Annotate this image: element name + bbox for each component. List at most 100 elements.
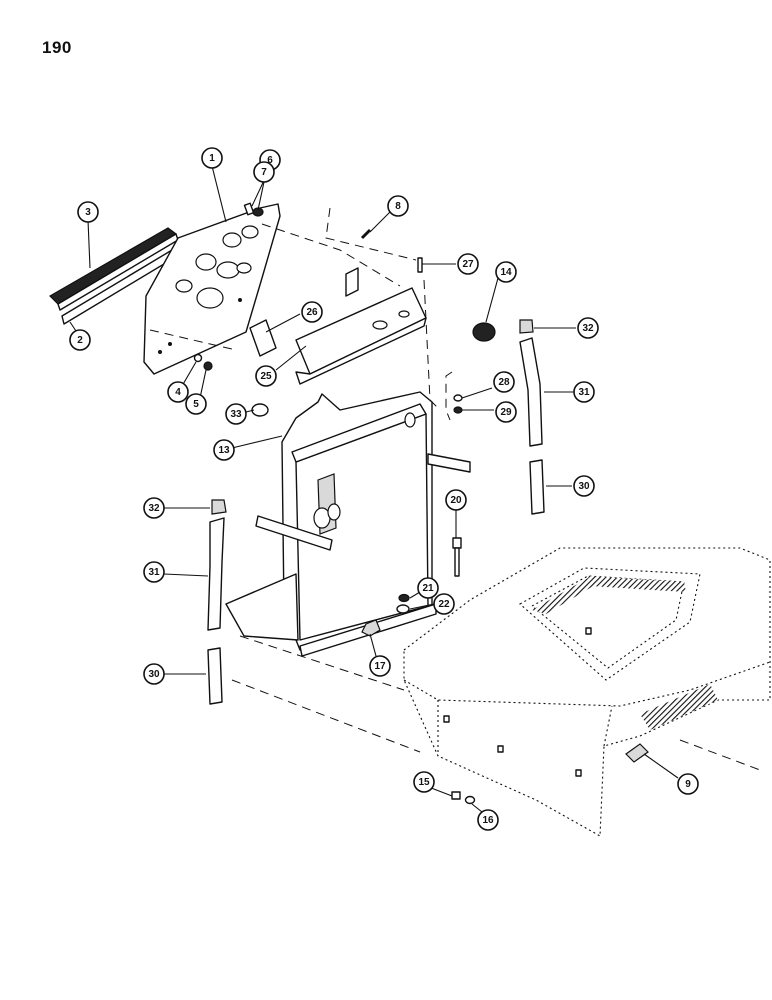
callout-number: 15 xyxy=(418,777,430,788)
page-number: 190 xyxy=(42,38,72,57)
support-frame-part-13 xyxy=(225,391,471,657)
callout-circle xyxy=(143,561,165,583)
callout-33: 33 xyxy=(225,403,247,425)
callout-circle xyxy=(387,195,409,217)
callout-number: 14 xyxy=(500,267,512,278)
callout-number: 32 xyxy=(148,503,160,514)
callout-number: 2 xyxy=(77,335,83,346)
washer-part-16 xyxy=(464,795,476,805)
callout-circle xyxy=(77,201,99,223)
callout-circle xyxy=(573,381,595,403)
callout-circle xyxy=(417,577,439,599)
callout-circle xyxy=(573,475,595,497)
callout-circle xyxy=(677,773,699,795)
callout-circle xyxy=(445,489,467,511)
callout-26: 26 xyxy=(301,301,323,323)
callout-circle xyxy=(143,663,165,685)
callout-circle xyxy=(185,393,207,415)
callout-27: 27 xyxy=(457,253,479,275)
bolt-part-20 xyxy=(452,537,462,577)
callout-circle xyxy=(495,261,517,283)
callout-number: 9 xyxy=(685,779,691,790)
callout-21: 21 xyxy=(417,577,439,599)
callout-number: 27 xyxy=(462,259,474,270)
callout-number: 30 xyxy=(148,669,160,680)
nut-part-29 xyxy=(453,406,463,414)
callout-circle xyxy=(213,439,235,461)
callout-3: 3 xyxy=(77,201,99,223)
callout-number: 31 xyxy=(148,567,160,578)
callout-number: 17 xyxy=(374,661,386,672)
cushion-strip-part-30-left xyxy=(207,647,223,705)
callout-circle xyxy=(69,329,91,351)
callout-16: 16 xyxy=(477,809,499,831)
nut-part-17 xyxy=(361,619,381,637)
callout-32b: 32 xyxy=(577,317,599,339)
callout-22: 22 xyxy=(433,593,455,615)
callout-circle xyxy=(225,403,247,425)
bolt-part-27 xyxy=(417,257,423,273)
leader-lines xyxy=(69,165,679,813)
callout-circle xyxy=(255,365,277,387)
screw-part-15 xyxy=(451,791,461,800)
grommet-part-14 xyxy=(472,322,496,342)
callout-32a: 32 xyxy=(143,497,165,519)
callout-17: 17 xyxy=(369,655,391,677)
callout-13: 13 xyxy=(213,439,235,461)
callout-number: 29 xyxy=(500,407,512,418)
callout-circle xyxy=(143,497,165,519)
callout-circle xyxy=(369,655,391,677)
callout-30a: 30 xyxy=(143,663,165,685)
callout-number: 3 xyxy=(85,207,91,218)
callout-number: 4 xyxy=(175,387,181,398)
cushion-strip-part-31-right xyxy=(519,337,543,447)
callout-number: 32 xyxy=(582,323,594,334)
callout-2: 2 xyxy=(69,329,91,351)
callout-5: 5 xyxy=(185,393,207,415)
hood-cowl xyxy=(403,547,771,837)
callout-number: 31 xyxy=(578,387,590,398)
callout-number: 8 xyxy=(395,201,401,212)
callout-number: 25 xyxy=(260,371,272,382)
callout-circle xyxy=(457,253,479,275)
callout-31a: 31 xyxy=(143,561,165,583)
cushion-cap-part-32-left xyxy=(211,499,227,515)
callout-number: 30 xyxy=(578,481,590,492)
callout-circle xyxy=(577,317,599,339)
callout-circle xyxy=(167,381,189,403)
plug-part-33 xyxy=(251,403,269,417)
bracket-panel-part-26 xyxy=(249,267,427,385)
callout-number: 22 xyxy=(438,599,450,610)
cushion-strip-part-31-left xyxy=(207,517,225,631)
callout-number: 6 xyxy=(267,155,273,166)
callout-9: 9 xyxy=(677,773,699,795)
washer-part-21 xyxy=(398,593,410,603)
callout-circle xyxy=(301,301,323,323)
callout-30b: 30 xyxy=(573,475,595,497)
callout-14: 14 xyxy=(495,261,517,283)
callout-25: 25 xyxy=(255,365,277,387)
pin-part-8 xyxy=(360,228,372,240)
callout-number: 26 xyxy=(306,307,318,318)
washer-part-4 xyxy=(193,353,203,363)
callout-number: 20 xyxy=(450,495,462,506)
cushion-strip-part-30-right xyxy=(529,459,545,515)
callout-number: 1 xyxy=(209,153,215,164)
callout-number: 5 xyxy=(193,399,199,410)
callout-circle xyxy=(477,809,499,831)
callout-8: 8 xyxy=(387,195,409,217)
callout-circle xyxy=(493,371,515,393)
callout-20: 20 xyxy=(445,489,467,511)
washer-part-28 xyxy=(453,394,463,402)
callout-number: 7 xyxy=(261,167,267,178)
callout-number: 33 xyxy=(230,409,242,420)
callout-7: 7 xyxy=(253,161,275,183)
callout-number: 21 xyxy=(422,583,434,594)
callout-circle xyxy=(495,401,517,423)
cushion-cap-part-32-right xyxy=(519,319,534,334)
callout-number: 13 xyxy=(218,445,230,456)
callout-circle xyxy=(253,161,275,183)
callout-1: 1 xyxy=(201,147,223,169)
callout-number: 28 xyxy=(498,377,510,388)
